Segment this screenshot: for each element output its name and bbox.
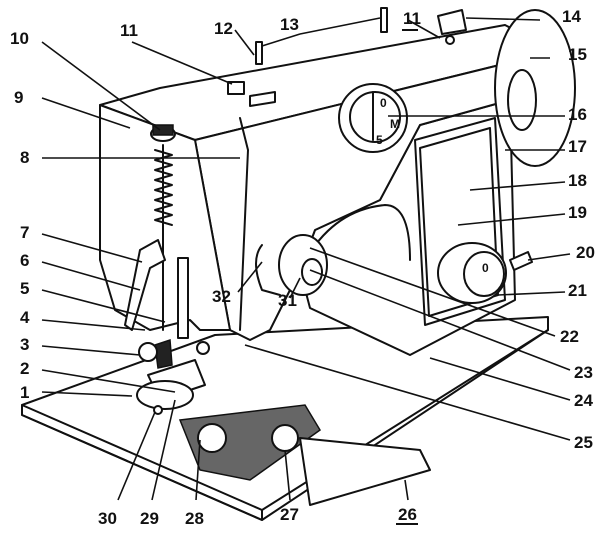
- label-23: 23: [574, 363, 593, 382]
- label-11-left: 11: [120, 21, 138, 40]
- regulator-mark-0: 0: [482, 261, 489, 275]
- label-10: 10: [10, 29, 29, 48]
- label-25: 25: [574, 433, 593, 452]
- label-underlines: [396, 29, 418, 525]
- dial-mark-m: M: [390, 117, 400, 131]
- leader-lines: [41, 17, 571, 501]
- label-31: 31: [278, 291, 297, 310]
- label-26: 26: [398, 505, 417, 524]
- label-16: 16: [568, 105, 587, 124]
- spool-pins: [227, 7, 467, 107]
- regulator-knob: 0: [437, 242, 533, 304]
- label-2: 2: [20, 359, 29, 378]
- dial-mark-5: 5: [376, 133, 383, 147]
- label-11-right: 11: [403, 9, 421, 28]
- label-24: 24: [574, 391, 593, 410]
- part-labels: 1 2 3 4 5 6 7 8 9 10 11 11 12 13 14 15 1…: [10, 7, 595, 528]
- label-13: 13: [280, 15, 299, 34]
- label-4: 4: [20, 308, 30, 327]
- label-30: 30: [98, 509, 117, 528]
- label-17: 17: [568, 137, 587, 156]
- label-5: 5: [20, 279, 29, 298]
- label-6: 6: [20, 251, 29, 270]
- label-9: 9: [14, 88, 23, 107]
- label-14: 14: [562, 7, 581, 26]
- label-27: 27: [280, 505, 299, 524]
- dial-mark-0: 0: [380, 96, 387, 110]
- label-28: 28: [185, 509, 204, 528]
- label-3: 3: [20, 335, 29, 354]
- shuttle-area: [136, 380, 431, 506]
- machine-body: [99, 24, 531, 356]
- label-12: 12: [214, 19, 233, 38]
- label-18: 18: [568, 171, 587, 190]
- handwheel: [494, 9, 576, 167]
- label-20: 20: [576, 243, 595, 262]
- label-1: 1: [20, 383, 29, 402]
- label-8: 8: [20, 148, 29, 167]
- label-29: 29: [140, 509, 159, 528]
- label-22: 22: [560, 327, 579, 346]
- label-7: 7: [20, 223, 29, 242]
- label-21: 21: [568, 281, 587, 300]
- label-32: 32: [212, 287, 231, 306]
- label-19: 19: [568, 203, 587, 222]
- label-15: 15: [568, 45, 587, 64]
- stitch-length-dial: 0 5 M: [338, 83, 408, 153]
